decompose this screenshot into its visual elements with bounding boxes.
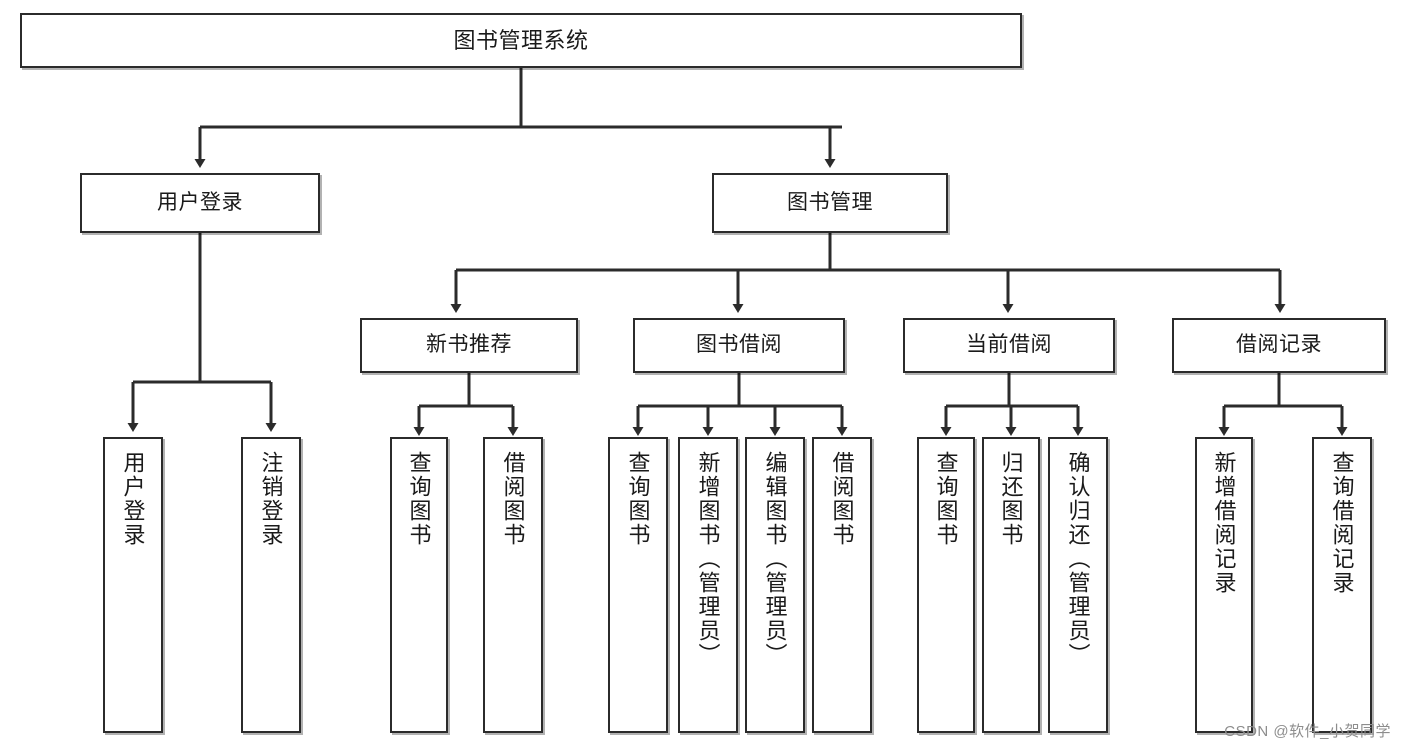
leaf-query-borrow-record[interactable]: 查询借阅记录 (1312, 437, 1372, 733)
leaf-borrow-books-new[interactable]: 借阅图书 (483, 437, 543, 733)
leaf-return-books-label: 归还图书 (998, 451, 1024, 547)
node-new-book-recommend[interactable]: 新书推荐 (360, 318, 578, 373)
leaf-edit-book-admin-label: 编辑图书（管理员） (762, 451, 788, 667)
leaf-add-book-admin-label: 新增图书（管理员） (695, 451, 721, 667)
node-book-management[interactable]: 图书管理 (712, 173, 948, 233)
leaf-add-borrow-record-label: 新增借阅记录 (1211, 451, 1237, 595)
leaf-borrow-books-borrow-label: 借阅图书 (829, 451, 855, 547)
leaf-borrow-books-borrow[interactable]: 借阅图书 (812, 437, 872, 733)
node-borrow-records[interactable]: 借阅记录 (1172, 318, 1386, 373)
node-book-management-label: 图书管理 (787, 190, 873, 214)
leaf-user-login[interactable]: 用户登录 (103, 437, 163, 733)
leaf-query-books-current-label: 查询图书 (933, 451, 959, 547)
leaf-user-login-label: 用户登录 (120, 451, 146, 547)
leaf-confirm-return-admin[interactable]: 确认归还（管理员） (1048, 437, 1108, 733)
leaf-logout[interactable]: 注销登录 (241, 437, 301, 733)
node-root[interactable]: 图书管理系统 (20, 13, 1022, 68)
node-current-borrow[interactable]: 当前借阅 (903, 318, 1115, 373)
node-user-login-label: 用户登录 (157, 190, 243, 214)
leaf-query-books-borrow[interactable]: 查询图书 (608, 437, 668, 733)
leaf-confirm-return-admin-label: 确认归还（管理员） (1065, 451, 1091, 667)
node-new-book-recommend-label: 新书推荐 (426, 333, 512, 357)
watermark-text: CSDN @软件_小贺同学 (1224, 723, 1391, 740)
leaf-add-book-admin[interactable]: 新增图书（管理员） (678, 437, 738, 733)
leaf-borrow-books-new-label: 借阅图书 (500, 451, 526, 547)
node-book-borrow-label: 图书借阅 (696, 333, 782, 357)
node-borrow-records-label: 借阅记录 (1236, 333, 1322, 357)
node-current-borrow-label: 当前借阅 (966, 333, 1052, 357)
leaf-add-borrow-record[interactable]: 新增借阅记录 (1195, 437, 1253, 733)
node-book-borrow[interactable]: 图书借阅 (633, 318, 845, 373)
leaf-edit-book-admin[interactable]: 编辑图书（管理员） (745, 437, 805, 733)
leaf-return-books[interactable]: 归还图书 (982, 437, 1040, 733)
node-user-login[interactable]: 用户登录 (80, 173, 320, 233)
leaf-query-books-current[interactable]: 查询图书 (917, 437, 975, 733)
leaf-query-books-new-label: 查询图书 (406, 451, 432, 547)
leaf-query-borrow-record-label: 查询借阅记录 (1329, 451, 1355, 595)
leaf-query-books-new[interactable]: 查询图书 (390, 437, 448, 733)
leaf-query-books-borrow-label: 查询图书 (625, 451, 651, 547)
leaf-logout-label: 注销登录 (258, 451, 284, 547)
node-root-label: 图书管理系统 (453, 27, 589, 53)
